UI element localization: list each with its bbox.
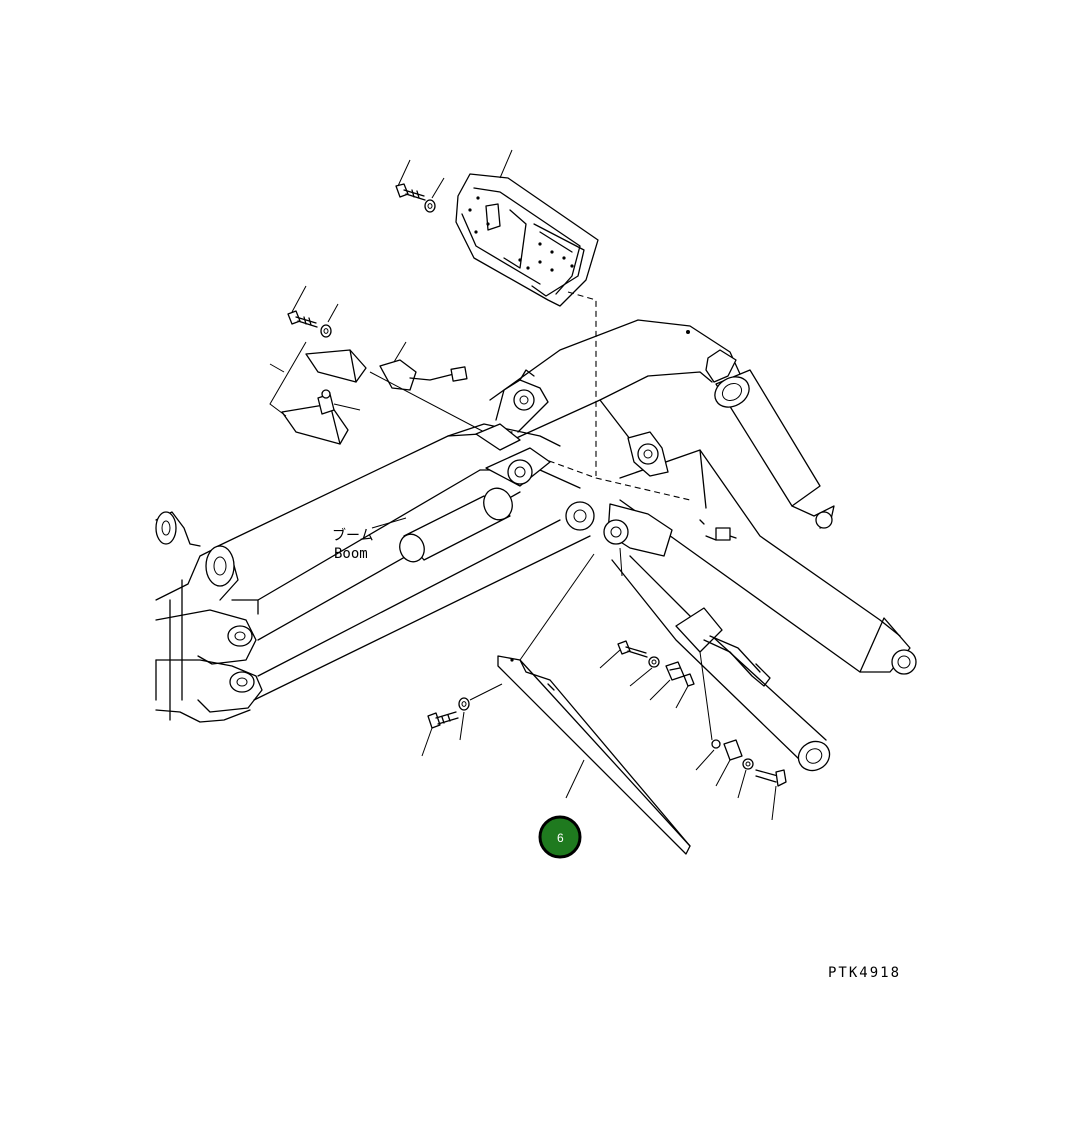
- washer-top[interactable]: [424, 199, 436, 213]
- boom-body: [213, 423, 591, 701]
- callout-number: 6: [557, 831, 564, 845]
- pad-upper[interactable]: [305, 349, 367, 383]
- pivot-hub: [485, 431, 673, 557]
- sensor-harness[interactable]: [379, 359, 468, 391]
- cover-plate-part[interactable]: [455, 173, 599, 307]
- boom-foot: [155, 511, 263, 723]
- washer-lower[interactable]: [742, 758, 754, 770]
- bolt-left[interactable]: [287, 310, 318, 328]
- clamp-mid[interactable]: [665, 661, 685, 681]
- guard-plate[interactable]: [497, 655, 691, 855]
- callout-6[interactable]: 6: [538, 815, 582, 859]
- boom-label-jp: ブーム: [332, 527, 374, 544]
- arm-upper: [489, 319, 741, 453]
- grease-fitting[interactable]: [317, 389, 335, 415]
- arm-cylinder: [611, 555, 831, 772]
- boom-label-en: Boom: [334, 546, 368, 562]
- bolt-guard[interactable]: [427, 711, 459, 729]
- bolt-lower[interactable]: [755, 769, 787, 787]
- cylinder-upper: [714, 369, 835, 529]
- washer-mid[interactable]: [648, 656, 660, 668]
- bolt-mid[interactable]: [617, 640, 648, 658]
- nut-mid[interactable]: [683, 673, 695, 687]
- washer-left[interactable]: [320, 324, 332, 338]
- boom-bracket: [475, 369, 549, 451]
- clamp-lower[interactable]: [723, 739, 743, 761]
- pad-lower[interactable]: [281, 403, 349, 445]
- clip-lower[interactable]: [711, 739, 721, 749]
- bolt-top[interactable]: [395, 183, 426, 201]
- washer-guard[interactable]: [458, 697, 470, 711]
- arm-right: [619, 449, 917, 675]
- boom-cylinder: [399, 487, 513, 563]
- drawing-code: PTK4918: [828, 965, 901, 981]
